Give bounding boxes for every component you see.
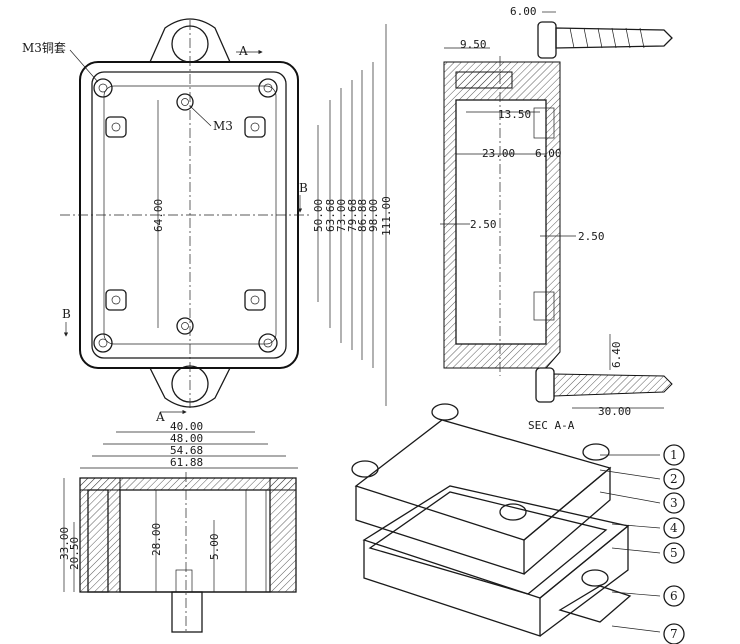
section-view: 6.00 9.50 13.50 23.00 6.00 2.50 2.50 6.4… [440,5,673,432]
side-dim-33: 33.00 [58,527,71,560]
top-mounting-ear [149,18,231,63]
exploded-view: 1 2 3 4 5 6 7 [351,403,685,644]
callout-3: 3 [670,496,678,510]
corner-screw-section [455,71,513,89]
vertical-dimensions: 64.00 50.00 63.68 73.00 79.68 86.88 98.0… [152,24,393,406]
section-b-left: B [62,307,71,321]
dim-63-68: 63.68 [324,199,337,232]
sec-dim-13-5: 13.50 [498,108,531,121]
section-b-right: B [299,181,308,195]
horizontal-dimensions: 40.00 48.00 54.68 61.88 [80,420,298,469]
sec-dim-30: 30.00 [598,405,631,418]
section-a-bottom: A [155,410,165,424]
dim-54-68: 54.68 [170,444,203,457]
callouts: 1 2 3 4 5 6 7 [599,444,685,644]
side-dim-5: 5.00 [208,534,221,561]
top-view: A A B B M3铜套 M3 64.00 50.00 63.68 73.00 … [22,18,393,469]
sec-dim-9-5: 9.50 [460,38,487,51]
dim-64: 64.00 [152,199,165,232]
sec-dim-6-top: 6.00 [510,5,537,18]
sec-dim-2-5-left: 2.50 [470,218,497,231]
mount-foot [171,591,203,633]
dim-48: 48.00 [170,432,203,445]
side-wall-left [79,477,121,593]
dim-79-68: 79.68 [346,199,359,232]
dim-61-88: 61.88 [170,456,203,469]
iso-gasket [368,491,608,595]
wall-anchor-top [537,21,673,59]
sec-dim-23: 23.00 [482,147,515,160]
dim-40: 40.00 [170,420,203,433]
screw-cavity [87,489,109,593]
label-m3: M3 [213,119,233,133]
section-caption: SEC A-A [528,419,575,432]
section-a-top: A [238,44,248,58]
internal-bosses [105,93,266,335]
callout-4: 4 [670,521,678,535]
wall-anchor-bottom [535,367,673,403]
callout-1: 1 [670,448,678,462]
dim-86-88: 86.88 [356,199,369,232]
sec-dim-2-5-right: 2.50 [578,230,605,243]
callout-6: 6 [670,589,678,603]
dim-50: 50.00 [312,199,325,232]
side-lid [79,477,297,491]
label-m3-insert: M3铜套 [22,40,66,55]
side-dim-20-5: 20.50 [68,537,81,570]
sec-dim-6-mid: 6.00 [535,147,562,160]
callout-2: 2 [670,472,678,486]
iso-bracket [558,585,632,623]
corner-screws [93,78,278,353]
dim-98: 98.00 [367,199,380,232]
dim-111: 111.00 [380,196,393,236]
side-view: 33.00 20.50 28.00 5.00 [58,472,297,633]
callout-5: 5 [670,546,678,560]
callout-7: 7 [670,627,678,641]
side-wall-right [269,477,297,593]
side-dim-28: 28.00 [150,523,163,556]
sec-dim-dia-6-4: 6.40 [610,342,623,369]
dim-73: 73.00 [335,199,348,232]
